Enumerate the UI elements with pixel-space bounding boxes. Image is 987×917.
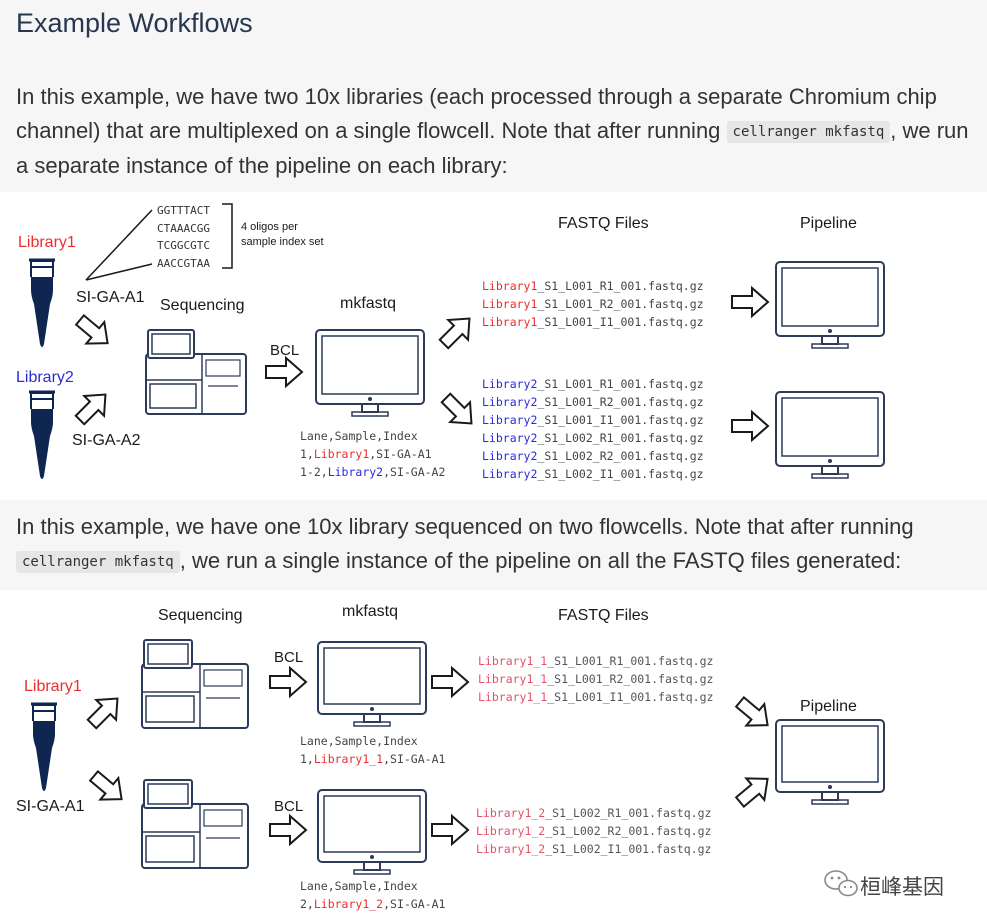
para2-text-before: In this example, we have one 10x library… <box>16 514 914 539</box>
bcl-label: BCL <box>270 342 299 359</box>
sequencer-icon <box>145 329 247 415</box>
fastq-file: Library1_1_S1_L001_I1_001.fastq.gz <box>478 690 713 704</box>
csv-row-a: 1,Library1_1,SI-GA-A1 <box>300 752 445 766</box>
tube-library1-icon <box>27 258 57 349</box>
library1-label-2: Library1 <box>24 678 82 695</box>
arrow-to-pipeline2-icon <box>731 411 769 441</box>
tube-library1-2-icon <box>29 702 59 793</box>
oligo-note-line1: 4 oligos per <box>241 221 298 233</box>
fastq-file: Library1_S1_L001_I1_001.fastq.gz <box>482 315 704 329</box>
index1-label: SI-GA-A1 <box>76 289 145 306</box>
arrow-lib1-to-seq-icon <box>70 308 118 355</box>
fastq-file: Library2_S1_L001_R2_001.fastq.gz <box>482 395 704 409</box>
para1-text-after: , we run a separate instance of the pipe… <box>16 118 969 178</box>
oligo-1: GGTTTACT <box>157 204 210 217</box>
arrow-lib2-to-seq-icon <box>69 383 117 431</box>
mkfastq-monitor-bottom-icon <box>317 789 427 875</box>
arrow-bcl-top-icon <box>269 667 307 697</box>
csv-header: Lane,Sample,Index <box>300 429 418 443</box>
oligo-2: CTAAACGG <box>157 222 210 235</box>
intro-paragraph-2: In this example, we have one 10x library… <box>16 510 976 579</box>
mkfastq-monitor-top-icon <box>317 641 427 727</box>
fastq-file: Library1_S1_L001_R1_001.fastq.gz <box>482 279 704 293</box>
fastq-list-library1: Library1_S1_L001_R1_001.fastq.gz Library… <box>482 279 704 329</box>
fastq-list-library2: Library2_S1_L001_R1_001.fastq.gz Library… <box>482 377 704 481</box>
para1-text-before: In this example, we have two 10x librari… <box>16 84 937 143</box>
mkfastq-monitor-icon <box>315 329 425 417</box>
fastq-list-flowcell2: Library1_2_S1_L002_R1_001.fastq.gz Libra… <box>476 806 711 856</box>
fastq-file: Library2_S1_L002_R1_001.fastq.gz <box>482 431 704 445</box>
fastq-file: Library1_1_S1_L001_R2_001.fastq.gz <box>478 672 713 686</box>
csv-row-2: 1-2,Library2,SI-GA-A2 <box>300 465 445 479</box>
sequencer-top-icon <box>141 639 249 729</box>
fastq-file: Library1_S1_L001_R2_001.fastq.gz <box>482 297 704 311</box>
inline-code-mkfastq: cellranger mkfastq <box>726 121 891 143</box>
csv-row-1: 1,Library1,SI-GA-A1 <box>300 447 432 461</box>
fastq-file: Library2_S1_L001_I1_001.fastq.gz <box>482 413 704 427</box>
arrow-to-pipeline1-icon <box>731 287 769 317</box>
pipeline-header: Pipeline <box>800 215 857 232</box>
inline-code-mkfastq-2: cellranger mkfastq <box>16 551 180 573</box>
intro-paragraph-1: In this example, we have two 10x librari… <box>16 80 976 183</box>
oligo-3: TCGGCGTC <box>157 239 210 252</box>
arrow-lib-to-seq-bottom-icon <box>84 764 132 811</box>
library1-label: Library1 <box>18 234 76 251</box>
sequencing-label-2: Sequencing <box>158 607 243 624</box>
csv-row-b: 2,Library1_2,SI-GA-A1 <box>300 897 445 911</box>
sequencing-label: Sequencing <box>160 297 245 314</box>
arrow-files-top-to-pipeline-icon <box>730 690 778 737</box>
fastq-file: Library2_S1_L002_I1_001.fastq.gz <box>482 467 704 481</box>
sequencer-bottom-icon <box>141 779 249 869</box>
csv-header-a: Lane,Sample,Index <box>300 734 418 748</box>
fastq-list-flowcell1: Library1_1_S1_L001_R1_001.fastq.gz Libra… <box>478 654 713 704</box>
arrow-to-files-bottom-icon <box>431 815 469 845</box>
watermark-text: 桓峰基因 <box>860 875 944 899</box>
arrow-lib-to-seq-top-icon <box>81 687 129 735</box>
arrow-bcl-bottom-icon <box>269 815 307 845</box>
fastq-file: Library1_2_S1_L002_R1_001.fastq.gz <box>476 806 711 820</box>
fastq-file: Library1_1_S1_L001_R1_001.fastq.gz <box>478 654 713 668</box>
library2-label: Library2 <box>16 369 74 386</box>
mkfastq-label: mkfastq <box>340 295 396 312</box>
arrow-files-bottom-to-pipeline-icon <box>730 767 778 814</box>
fastq-file: Library2_S1_L001_R1_001.fastq.gz <box>482 377 704 391</box>
page-title: Example Workflows <box>16 8 253 38</box>
pipeline-header-2: Pipeline <box>800 698 857 715</box>
index2-label: SI-GA-A2 <box>72 432 141 449</box>
mkfastq-label-2: mkfastq <box>342 603 398 620</box>
tube-library2-icon <box>27 390 57 481</box>
workflow-diagram-1: Library1 SI-GA-A1 GGTTTACT CTAAACGG TCGG… <box>0 192 987 500</box>
oligo-4: AACCGTAA <box>157 257 210 270</box>
pipeline2-monitor-icon <box>775 391 885 479</box>
oligo-note-line2: sample index set <box>241 236 324 248</box>
fastq-file: Library2_S1_L002_R2_001.fastq.gz <box>482 449 704 463</box>
pipeline1-monitor-icon <box>775 261 885 349</box>
fastq-files-header-2: FASTQ Files <box>558 607 649 624</box>
oligo-bracket <box>222 203 233 269</box>
wechat-icon <box>824 870 858 897</box>
arrow-to-files-top-icon <box>431 667 469 697</box>
arrow-bcl-icon <box>265 357 303 387</box>
bcl-label-bottom: BCL <box>274 798 303 815</box>
bcl-label-top: BCL <box>274 649 303 666</box>
fastq-file: Library1_2_S1_L002_I1_001.fastq.gz <box>476 842 711 856</box>
csv-header-b: Lane,Sample,Index <box>300 879 418 893</box>
fastq-files-header: FASTQ Files <box>558 215 649 232</box>
fastq-file: Library1_2_S1_L002_R2_001.fastq.gz <box>476 824 711 838</box>
arrow-to-files1-icon <box>433 307 481 355</box>
pipeline-monitor-icon <box>775 719 885 805</box>
arrow-to-files2-icon <box>435 387 483 435</box>
oligo-fan-lines <box>85 209 153 281</box>
workflow-diagram-2: Sequencing mkfastq FASTQ Files Library1 … <box>0 590 987 917</box>
para2-text-after: , we run a single instance of the pipeli… <box>179 548 902 573</box>
index1-label-2: SI-GA-A1 <box>16 798 85 815</box>
